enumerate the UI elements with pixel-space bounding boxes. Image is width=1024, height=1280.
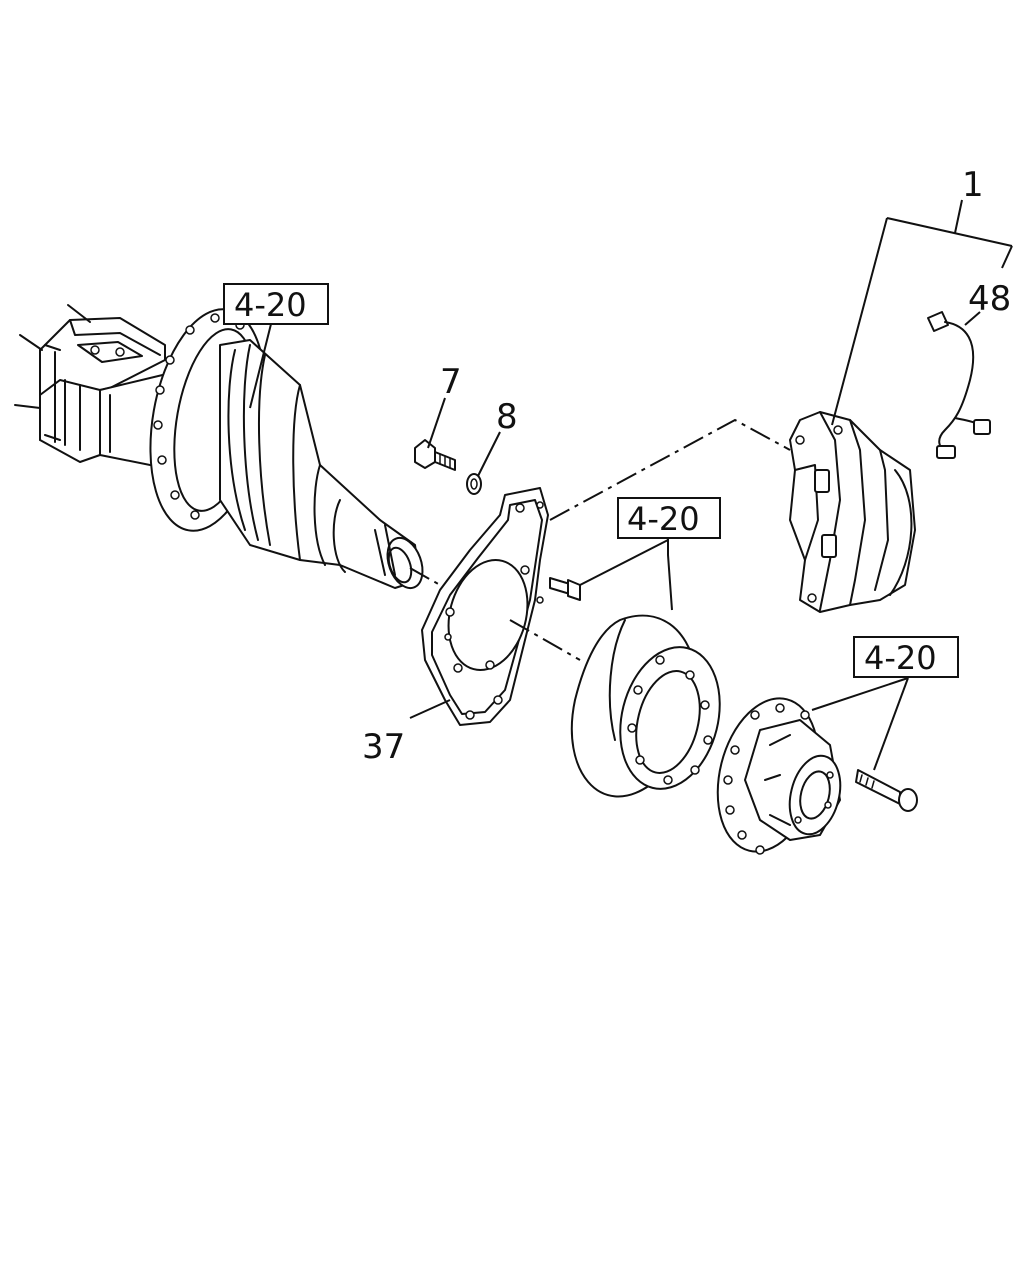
reference-label-disc: 4-20 (627, 500, 700, 538)
backing-plate-drawing (421, 487, 549, 726)
reference-label-hub: 4-20 (864, 639, 937, 677)
bolt-drawing (414, 439, 456, 471)
brake-disc-drawing (570, 614, 721, 798)
hub-bolt-drawing (855, 769, 918, 812)
washer-drawing (466, 473, 482, 495)
reference-label-axle: 4-20 (234, 286, 307, 324)
wheel-hub-drawing (716, 697, 842, 855)
axle-knuckle-drawing (14, 304, 424, 590)
callout-wear-sensor: 48 (968, 279, 1011, 319)
wear-sensor-drawing (927, 311, 991, 459)
reference-box-disc[interactable]: 4-20 (617, 497, 721, 539)
reference-box-axle[interactable]: 4-20 (223, 283, 329, 325)
reference-box-hub[interactable]: 4-20 (853, 636, 959, 678)
leader-lines (249, 199, 1013, 771)
callout-bolt: 7 (440, 362, 462, 402)
callout-backing-plate: 37 (362, 727, 405, 767)
callout-washer: 8 (496, 397, 518, 437)
brake-caliper-drawing (789, 411, 916, 613)
plate-bolt-drawing (549, 577, 581, 601)
callout-caliper: 1 (962, 165, 984, 205)
